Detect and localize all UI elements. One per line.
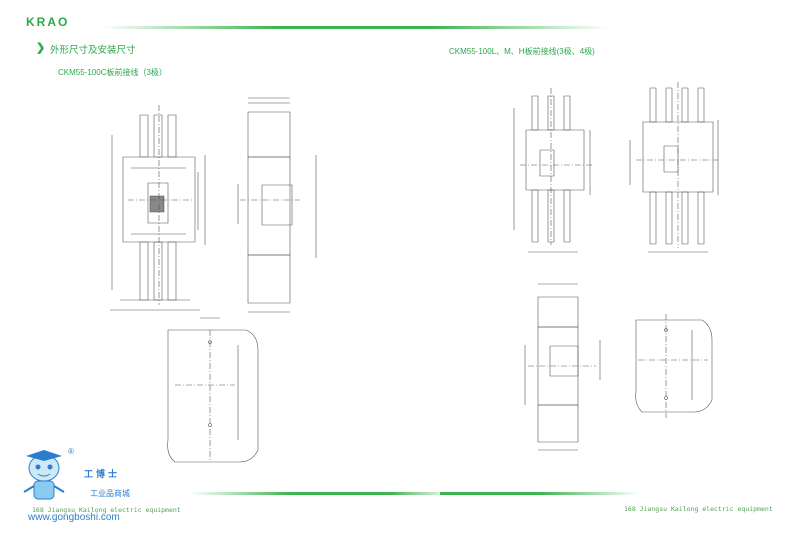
mascot-icon (23, 450, 65, 500)
footer-divider-right (440, 492, 640, 495)
footer-right-text: 168 Jiangsu Kailong electric equipment (624, 505, 773, 513)
registered-mark: ® (68, 447, 74, 456)
footer-divider-left (190, 492, 440, 495)
left-drawing-subtitle: CKM55-100C板前接线（3极） (58, 68, 167, 77)
section-title: 外形尺寸及安装尺寸 (50, 45, 136, 56)
front-view-3pole-c (110, 105, 205, 310)
side-view-3pole-c (238, 98, 316, 312)
mounting-outline-lmh (636, 314, 712, 418)
watermark-subtitle: 工业品商城 (90, 489, 130, 498)
watermark-url[interactable]: www.gongboshi.com (28, 512, 120, 523)
front-view-4pole-lmh (630, 82, 718, 252)
company-logo: KRAO (26, 15, 70, 29)
front-view-3pole-lmh (514, 88, 592, 252)
mounting-outline-c (168, 318, 258, 462)
chevron-right-icon: ❯ (36, 42, 46, 54)
side-view-lmh (525, 284, 600, 450)
header-divider (100, 26, 610, 29)
right-drawing-subtitle: CKM55-100L、M、H板前接线(3极、4极) (449, 47, 595, 56)
watermark-brand: 工博士 (84, 469, 121, 479)
footer-left-text: 168 Jiangsu Kailong electric equipment (32, 506, 181, 514)
